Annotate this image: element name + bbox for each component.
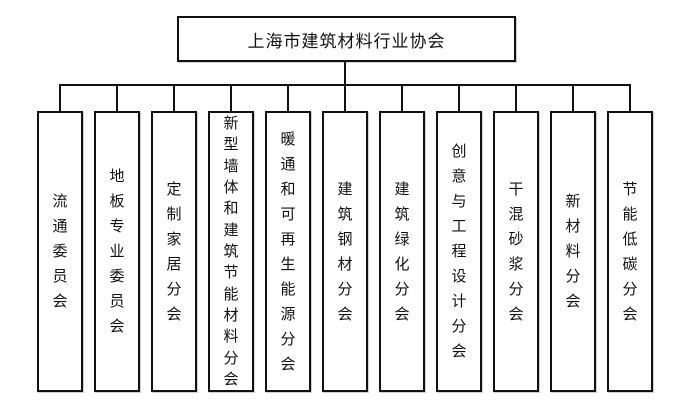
branch-label: 定制家居分会 — [166, 179, 182, 323]
connector-drop-5 — [287, 84, 289, 112]
connector-drop-3 — [173, 84, 175, 112]
branch-node-creative-engineering-design-branch: 创意与工程设计分会 — [436, 111, 482, 392]
connector-drop-9 — [515, 84, 517, 112]
root-node-label: 上海市建筑材料行业协会 — [247, 31, 446, 52]
branch-node-new-materials-branch: 新材料分会 — [550, 111, 596, 392]
root-node: 上海市建筑材料行业协会 — [177, 16, 516, 62]
branch-label: 节能低碳分会 — [622, 179, 638, 323]
connector-root-drop — [344, 62, 346, 85]
branch-label: 地板专业委员会 — [109, 167, 125, 335]
branch-node-building-greening-branch: 建筑绿化分会 — [379, 111, 425, 392]
branch-node-circulation-committee: 流通委员会 — [37, 111, 83, 392]
branch-label: 流通委员会 — [52, 192, 68, 310]
branch-node-new-wall-energy-saving-materials-branch: 新型墙体和建筑节能材料分会 — [208, 111, 254, 392]
branch-node-flooring-committee: 地板专业委员会 — [94, 111, 140, 392]
connector-drop-4 — [230, 84, 232, 112]
branch-label: 干混砂浆分会 — [508, 179, 524, 323]
connector-drop-11 — [629, 84, 631, 112]
branch-node-dry-mix-mortar-branch: 干混砂浆分会 — [493, 111, 539, 392]
branch-label: 建筑钢材分会 — [337, 179, 353, 323]
branch-label: 建筑绿化分会 — [394, 179, 410, 323]
connector-drop-6 — [344, 84, 346, 112]
connector-drop-8 — [458, 84, 460, 112]
connector-drop-10 — [572, 84, 574, 112]
connector-drop-7 — [401, 84, 403, 112]
connector-drop-2 — [116, 84, 118, 112]
connector-drop-1 — [59, 84, 61, 112]
branch-node-energy-saving-low-carbon-branch: 节能低碳分会 — [607, 111, 653, 392]
branch-label: 新材料分会 — [565, 192, 581, 310]
branch-node-hvac-renewable-energy-branch: 暖通和可再生能源分会 — [265, 111, 311, 392]
branch-node-building-steel-branch: 建筑钢材分会 — [322, 111, 368, 392]
branch-label: 新型墙体和建筑节能材料分会 — [223, 114, 239, 388]
branch-label: 暖通和可再生能源分会 — [280, 129, 296, 373]
branch-node-custom-home-branch: 定制家居分会 — [151, 111, 197, 392]
branch-label: 创意与工程设计分会 — [451, 142, 467, 360]
